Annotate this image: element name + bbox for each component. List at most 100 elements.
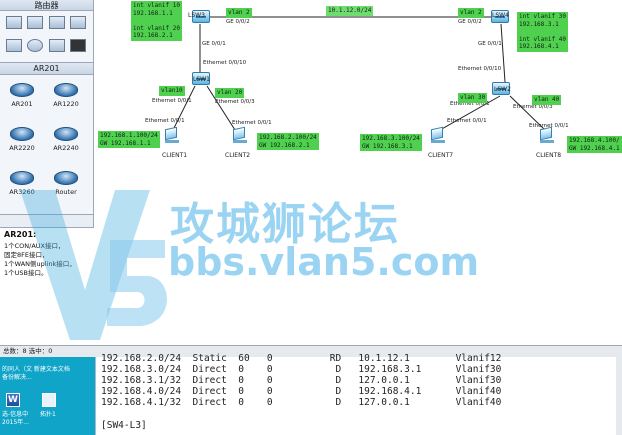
routing-table-row: 192.168.2.0/24 Static 60 0 RD 10.1.12.1 …	[101, 353, 502, 364]
routing-table-row: 192.168.3.1/32 Direct 0 0 D 127.0.0.1 Vl…	[101, 375, 502, 386]
port-lsw4-ge001: GE 0/0/1	[478, 41, 502, 47]
switch-category-icon[interactable]	[27, 16, 43, 29]
device-ar2240[interactable]: AR2240	[46, 127, 86, 152]
toolbox-title: 路由器	[0, 0, 93, 11]
port-lsw3-ge002: GE 0/0/2	[226, 19, 250, 25]
switch-lsw4[interactable]	[491, 10, 509, 23]
port-client1: Ethernet 0/0/1	[145, 118, 185, 124]
lsw3-vlanif-label: int vlanif 10 192.168.1.1 int vlanif 20 …	[131, 1, 182, 41]
cli-terminal[interactable]: 192.168.2.0/24 Static 60 0 RD 10.1.12.1 …	[95, 353, 622, 435]
word-document-icon[interactable]: W	[6, 393, 20, 407]
link-lsw1-client1	[172, 85, 196, 131]
device-info-line: 固定8FE接口，	[4, 251, 49, 259]
client2-ip-label: 192.168.2.100/24 GW 192.168.2.1	[257, 133, 319, 150]
lsw4-vlanif-label: int vlanif 30 192.168.3.1 int vlanif 40 …	[517, 12, 568, 52]
pc-client8-label: CLIENT8	[536, 152, 562, 159]
pc-client2-label: CLIENT2	[225, 152, 251, 159]
device-info-line: 1个CON/AUX接口，	[4, 242, 65, 250]
pc-client2[interactable]	[233, 126, 247, 144]
pc-client8[interactable]	[540, 126, 554, 144]
switch-lsw2[interactable]	[492, 82, 510, 95]
device-label: AR2240	[53, 144, 79, 152]
vlan5-logo-watermark	[20, 190, 167, 340]
router-category-icon[interactable]	[6, 16, 22, 29]
watermark-forum-name: 攻城狮论坛	[170, 199, 400, 250]
switch-lsw1[interactable]	[192, 72, 210, 85]
routing-table-row: 192.168.4.0/24 Direct 0 0 D 192.168.4.1 …	[101, 386, 502, 397]
port-lsw2-eth003: Ethernet 0/0/3	[513, 104, 553, 110]
status-text: 总数：8 选中：0	[3, 347, 53, 355]
pc-client1[interactable]	[165, 126, 179, 144]
router-icon	[10, 127, 34, 141]
other-device-category-icon[interactable]	[49, 39, 65, 52]
vlan30-label: vlan 30	[458, 93, 488, 103]
port-lsw4-ge002: GE 0/0/2	[458, 19, 482, 25]
router-icon	[10, 171, 34, 185]
device-category-toolbox	[0, 11, 93, 63]
device-ar1220[interactable]: AR1220	[46, 83, 86, 108]
router-icon	[54, 127, 78, 141]
switch-lsw4-label: LSW4	[492, 12, 509, 19]
port-lsw3-ge001: GE 0/0/1	[202, 41, 226, 47]
port-lsw2-eth001: Ethernet 0/0/1	[450, 101, 490, 107]
device-info-title: AR201:	[4, 230, 37, 239]
cable-category-icon[interactable]	[70, 39, 86, 52]
port-lsw2-eth0010: Ethernet 0/0/10	[458, 66, 502, 72]
watermark-url: bbs.vlan5.com	[168, 240, 480, 284]
firewall-category-icon[interactable]	[70, 16, 86, 29]
device-ar3260[interactable]: AR3260	[2, 171, 42, 196]
desktop-icon-label: 选-信息中	[2, 411, 29, 418]
desktop-icon-label: 拓扑1	[40, 411, 56, 418]
lsw3-vlan-label: vlan 2	[226, 8, 252, 18]
port-lsw1-eth003: Ethernet 0/0/3	[215, 99, 255, 105]
switch-lsw1-label: LSW1	[193, 76, 210, 83]
device-ar2220[interactable]: AR2220	[2, 127, 42, 152]
link-lsw1-client2	[206, 85, 236, 131]
terminal-category-icon[interactable]	[6, 39, 22, 52]
pc-icon	[233, 126, 245, 141]
client1-ip-label: 192.168.1.100/24 GW 192.168.1.1	[98, 131, 160, 148]
desktop-icon-label: 2015年...	[2, 419, 29, 426]
switch-lsw2-label: LSW2	[494, 86, 511, 93]
cloud-category-icon[interactable]	[27, 39, 43, 52]
port-client7: Ethernet 0/0/1	[447, 118, 487, 124]
client7-ip-label: 192.168.3.100/24 GW 192.168.3.1	[360, 134, 422, 151]
lsw4-vlan-label: vlan 2	[458, 8, 484, 18]
pc-client7-label: CLIENT7	[428, 152, 454, 159]
pc-base	[165, 140, 179, 143]
link-lsw2-client7	[439, 95, 501, 131]
port-lsw1-eth0010: Ethernet 0/0/10	[203, 60, 247, 66]
port-lsw1-eth001: Ethernet 0/0/1	[152, 98, 192, 104]
switch-lsw3[interactable]	[192, 10, 210, 23]
pc-client1-label: CLIENT1	[162, 152, 188, 159]
device-info-line: 1个USB接口。	[4, 269, 48, 277]
device-panel: 路由器 AR201 AR201 AR1220 AR2220	[0, 0, 94, 345]
link-network-label: 10.1.12.0/24	[326, 6, 374, 16]
category-title: AR201	[0, 63, 93, 75]
router-icon	[54, 171, 78, 185]
vlan10-label: vlan10	[159, 86, 185, 96]
cli-prompt: [SW4-L3]	[101, 420, 147, 431]
pc-base	[431, 140, 445, 143]
device-router[interactable]: Router	[46, 171, 86, 196]
port-client2: Ethernet 0/0/1	[232, 120, 272, 126]
desktop-file-name: 备份解决...	[2, 374, 32, 381]
device-ar201[interactable]: AR201	[2, 83, 42, 108]
routing-table-row: 192.168.4.1/32 Direct 0 0 D 127.0.0.1 Vl…	[101, 397, 502, 408]
status-bar: 总数：8 选中：0	[0, 345, 622, 357]
device-label: AR201	[11, 100, 33, 108]
device-label: AR1220	[53, 100, 79, 108]
link-lsw2-client8	[509, 95, 546, 131]
port-client8: Ethernet 0/0/1	[529, 123, 569, 129]
pc-client7[interactable]	[431, 126, 445, 144]
device-info-line: 1个WAN侧uplink接口，	[4, 260, 76, 268]
topology-canvas[interactable]: LSW3 LSW4 LSW1 LSW2 CLIENT1 CLIENT2 CLIE…	[95, 0, 622, 345]
topology-file-icon[interactable]	[42, 393, 56, 407]
wlan-category-icon[interactable]	[49, 16, 65, 29]
terminal-scrollbar[interactable]	[616, 357, 622, 435]
vlan20-label: vlan 20	[215, 88, 245, 98]
device-info-box: AR201: 1个CON/AUX接口， 固定8FE接口， 1个WAN侧uplin…	[0, 227, 94, 345]
link-lsw4-lsw2	[500, 23, 506, 83]
device-label: AR2220	[9, 144, 35, 152]
